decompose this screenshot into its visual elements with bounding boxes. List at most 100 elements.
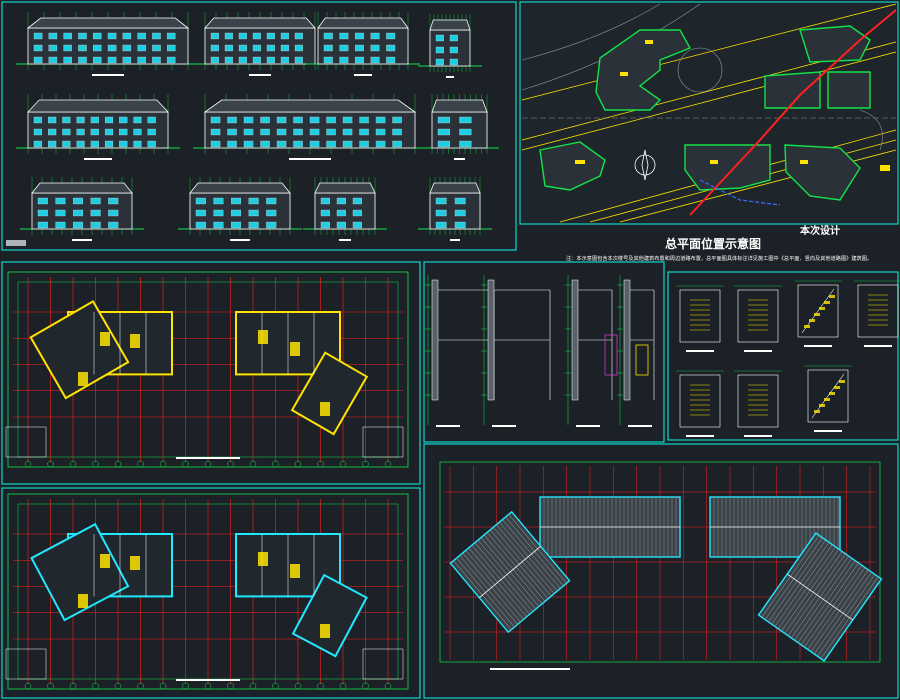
roof-profile bbox=[203, 99, 417, 113]
window bbox=[133, 116, 142, 124]
window bbox=[323, 32, 333, 40]
window bbox=[437, 116, 450, 124]
window bbox=[294, 32, 303, 40]
window bbox=[147, 128, 156, 136]
axis-bubble bbox=[92, 682, 99, 690]
window bbox=[231, 221, 242, 229]
axis-bubble bbox=[137, 460, 144, 468]
roof-plan-frame bbox=[423, 443, 899, 699]
window bbox=[62, 140, 71, 148]
stair-core bbox=[807, 369, 849, 423]
window bbox=[119, 128, 128, 136]
stair-step bbox=[819, 404, 825, 407]
window bbox=[76, 128, 85, 136]
axis-bubble bbox=[272, 460, 279, 468]
stair-core bbox=[737, 289, 779, 343]
fixture-block bbox=[78, 594, 88, 608]
window bbox=[359, 128, 369, 136]
front-elevation-left bbox=[16, 12, 200, 76]
plan-legend-right bbox=[362, 648, 404, 680]
window bbox=[266, 44, 275, 52]
section-detail bbox=[617, 275, 655, 427]
window bbox=[454, 209, 466, 217]
window bbox=[152, 32, 161, 40]
fixture-block bbox=[78, 372, 88, 386]
window bbox=[435, 34, 444, 42]
window bbox=[375, 140, 386, 148]
window bbox=[78, 32, 87, 40]
window bbox=[294, 44, 303, 52]
stair-step bbox=[809, 319, 815, 322]
window bbox=[355, 44, 364, 52]
floor-plan-1-frame bbox=[1, 261, 421, 485]
axis-bubble bbox=[159, 682, 167, 690]
window bbox=[243, 128, 254, 136]
axis-bubble bbox=[114, 682, 122, 690]
roof-plan bbox=[439, 461, 883, 670]
stair-core bbox=[737, 374, 779, 428]
front-elevation-right bbox=[193, 12, 327, 76]
window bbox=[137, 32, 146, 40]
window bbox=[370, 56, 380, 64]
stair-core bbox=[679, 374, 721, 428]
window bbox=[210, 140, 221, 148]
window bbox=[454, 197, 466, 205]
roof-profile bbox=[204, 17, 316, 29]
window bbox=[339, 32, 349, 40]
axis-bubble bbox=[362, 460, 369, 468]
window bbox=[90, 221, 101, 229]
front-elevation-end bbox=[306, 12, 420, 76]
axis-bubble bbox=[204, 460, 212, 468]
window bbox=[210, 128, 221, 136]
drawing-caption-bar bbox=[454, 158, 465, 160]
elevation-drawings bbox=[6, 12, 499, 246]
window bbox=[266, 32, 275, 40]
wall-section-details bbox=[425, 275, 655, 427]
plan-caption-bar bbox=[176, 457, 240, 459]
wall-section bbox=[571, 279, 579, 401]
window bbox=[78, 56, 87, 64]
stair-caption-bar bbox=[686, 435, 714, 437]
window bbox=[224, 32, 233, 40]
fixture-block bbox=[130, 334, 140, 348]
floor-plan-2-frame bbox=[1, 487, 421, 699]
window bbox=[133, 128, 142, 136]
stair-details-frame bbox=[667, 271, 899, 441]
window bbox=[137, 44, 146, 52]
window bbox=[248, 209, 259, 217]
side-elevation-2 bbox=[178, 177, 302, 241]
window bbox=[55, 209, 66, 217]
axis-bubble bbox=[294, 460, 302, 468]
window bbox=[107, 32, 117, 40]
window bbox=[449, 46, 458, 54]
stair-detail bbox=[854, 280, 900, 347]
window bbox=[210, 44, 219, 52]
axis-bubble bbox=[24, 682, 32, 690]
window bbox=[392, 116, 402, 124]
window bbox=[213, 221, 224, 229]
window bbox=[108, 209, 119, 217]
stair-detail bbox=[734, 285, 782, 352]
roof-block bbox=[449, 510, 571, 634]
window bbox=[210, 116, 221, 124]
fixture-block bbox=[100, 554, 110, 568]
window bbox=[122, 56, 132, 64]
stair-caption-bar bbox=[686, 350, 714, 352]
window bbox=[392, 128, 402, 136]
window bbox=[280, 44, 289, 52]
wall-section bbox=[487, 279, 495, 401]
window bbox=[224, 44, 233, 52]
window bbox=[224, 56, 233, 64]
window bbox=[137, 56, 146, 64]
fixture-block bbox=[258, 330, 268, 344]
window bbox=[309, 128, 320, 136]
window bbox=[90, 128, 99, 136]
window bbox=[93, 44, 102, 52]
window bbox=[266, 56, 275, 64]
window bbox=[119, 116, 128, 124]
window bbox=[33, 140, 42, 148]
window bbox=[243, 140, 254, 148]
window bbox=[266, 221, 277, 229]
roof-profile bbox=[431, 99, 488, 113]
window bbox=[336, 197, 346, 205]
